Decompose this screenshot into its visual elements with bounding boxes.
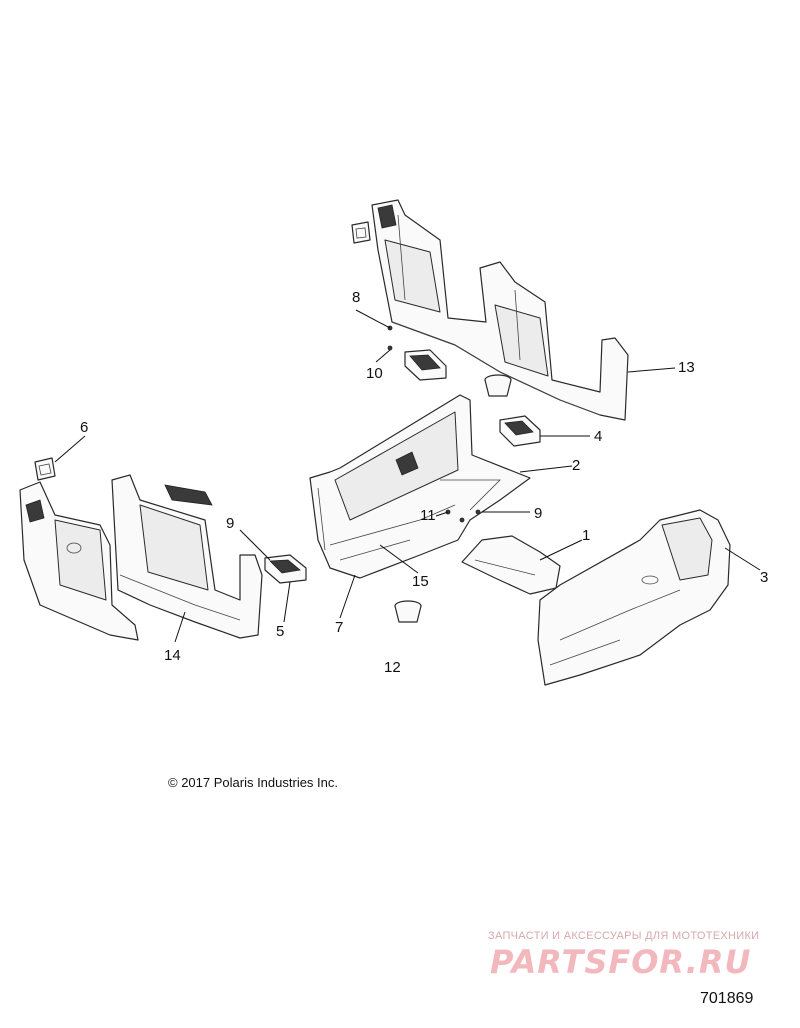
callout-14: 14 (164, 647, 181, 664)
part-12-cup-insert (394, 600, 422, 623)
fastener-10 (387, 345, 393, 351)
callout-9b: 9 (534, 505, 542, 522)
callout-8: 8 (352, 289, 360, 306)
fastener-9 (475, 509, 481, 515)
leader-lines (54, 309, 761, 643)
part-6-bracket (34, 457, 56, 481)
callout-labels: 1 2 3 4 5 6 7 8 9 9 10 11 12 13 14 15 (80, 289, 768, 676)
callout-15: 15 (412, 573, 429, 590)
figure-number: 701869 (700, 990, 754, 1007)
callout-6: 6 (80, 419, 88, 436)
callout-10: 10 (366, 365, 383, 382)
callout-5: 5 (276, 623, 284, 640)
watermark-logo: PARTSFOR.RU (490, 943, 752, 981)
callout-7: 7 (335, 619, 343, 636)
callout-3: 3 (760, 569, 768, 586)
fastener-11a (445, 509, 451, 515)
watermark-tagline: ЗАПЧАСТИ И АКСЕССУАРЫ ДЛЯ МОТОТЕХНИКИ (488, 930, 760, 942)
callout-12: 12 (384, 659, 401, 676)
cup-insert-upper (484, 374, 512, 397)
callout-9a: 9 (226, 515, 234, 532)
part-4-step-pad (499, 415, 541, 447)
part-5-step-pad (264, 554, 307, 584)
callout-13: 13 (678, 359, 695, 376)
callout-4: 4 (594, 428, 602, 445)
part-3-right-floor (537, 509, 731, 686)
part-14-left-panel (111, 474, 263, 639)
fastener-11b (459, 517, 465, 523)
bracket-square-upper (351, 221, 371, 244)
callout-11: 11 (420, 507, 436, 524)
left-side-panel (19, 481, 139, 641)
step-pad-10 (404, 349, 447, 381)
part-2-center-floor (309, 394, 531, 579)
part-13-rear-panel (371, 199, 629, 421)
callout-2: 2 (572, 457, 580, 474)
callout-1: 1 (582, 527, 590, 544)
part-1-floor-plate (461, 535, 561, 595)
copyright-notice: © 2017 Polaris Industries Inc. (168, 775, 338, 790)
